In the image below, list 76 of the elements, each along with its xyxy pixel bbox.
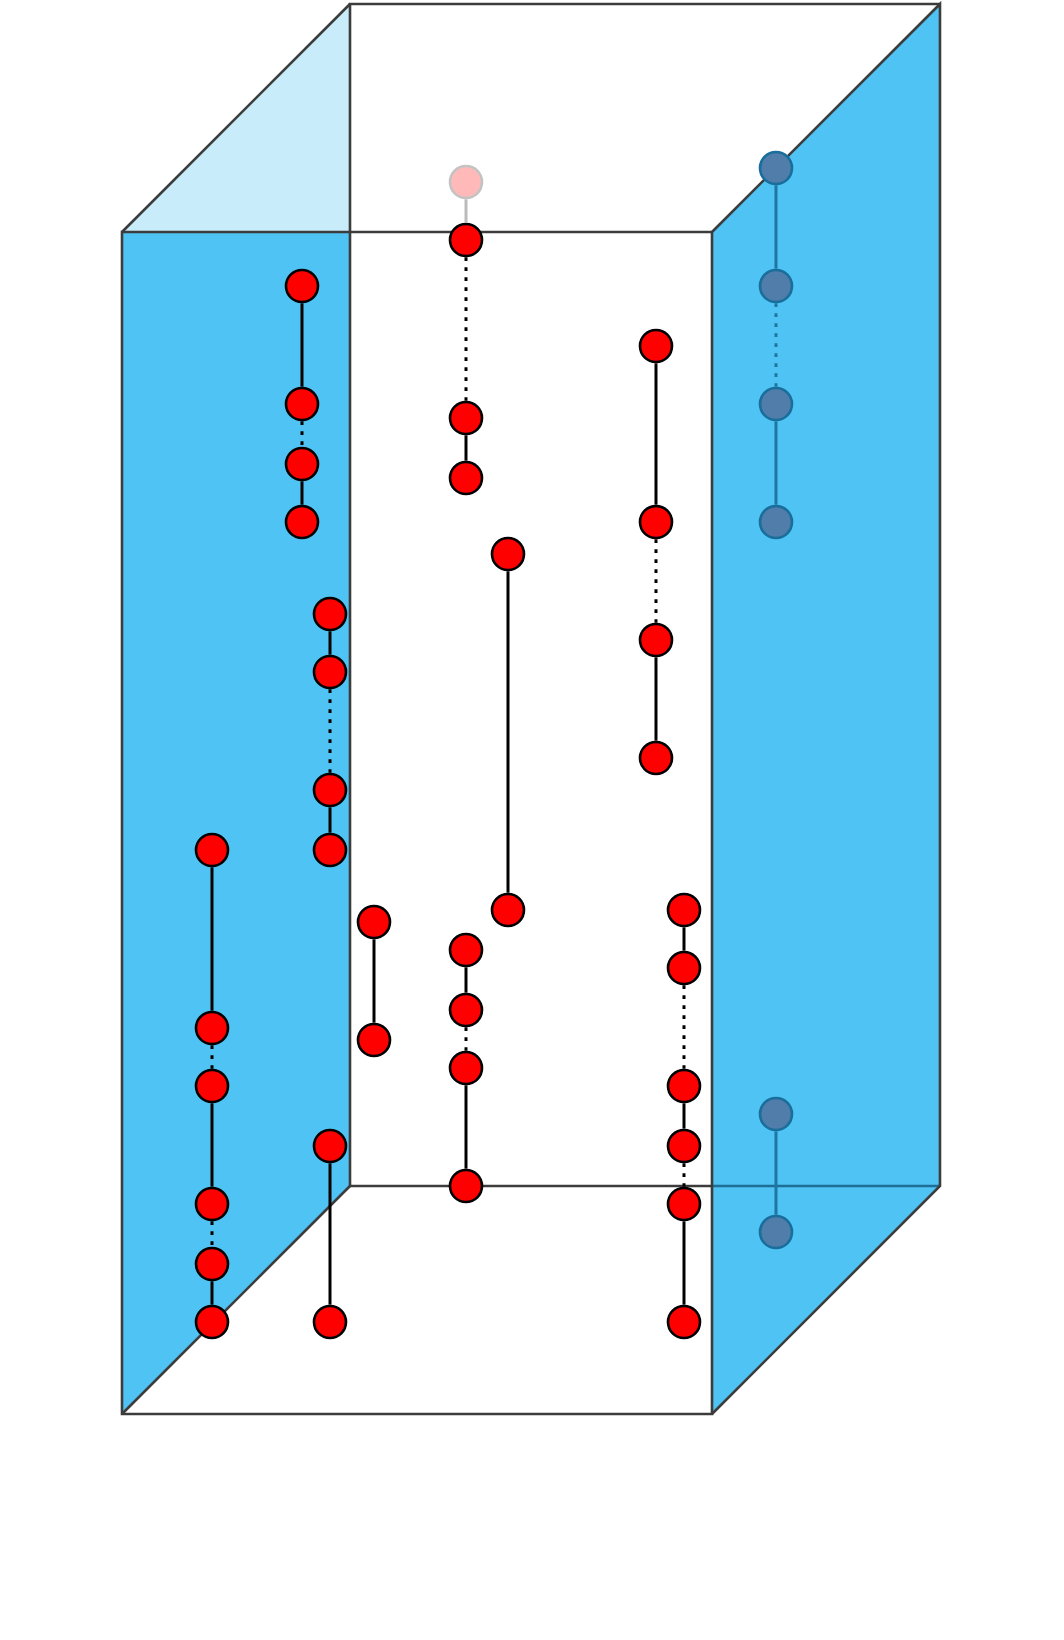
line — [682, 1163, 686, 1187]
line — [300, 303, 304, 387]
line — [300, 481, 304, 505]
line — [210, 1103, 214, 1187]
dot — [448, 932, 484, 968]
line — [506, 571, 510, 893]
dot — [758, 268, 794, 304]
dot — [356, 904, 392, 940]
dot — [448, 400, 484, 436]
line — [210, 1281, 214, 1305]
dot — [312, 654, 348, 690]
dot — [448, 460, 484, 496]
line — [654, 657, 658, 741]
dot — [284, 504, 320, 540]
dot — [638, 504, 674, 540]
dot — [312, 1128, 348, 1164]
line — [464, 967, 468, 993]
line — [464, 199, 468, 223]
dot — [666, 1068, 702, 1104]
dot — [284, 268, 320, 304]
dot — [758, 1096, 794, 1132]
dot — [758, 504, 794, 540]
dot — [448, 1168, 484, 1204]
dot — [758, 386, 794, 422]
dot — [448, 1050, 484, 1086]
line — [654, 363, 658, 505]
line — [774, 1131, 778, 1215]
dot — [638, 740, 674, 776]
dot — [356, 1022, 392, 1058]
dot — [448, 992, 484, 1028]
line — [654, 539, 658, 623]
dot — [312, 596, 348, 632]
line — [464, 435, 468, 461]
dot — [666, 892, 702, 928]
dot — [312, 832, 348, 868]
dot — [638, 328, 674, 364]
dot — [194, 1010, 230, 1046]
dot — [758, 150, 794, 186]
line — [682, 1103, 686, 1129]
dot — [448, 222, 484, 258]
line — [464, 257, 468, 401]
line — [372, 939, 376, 1023]
dot — [194, 1246, 230, 1282]
dot — [194, 1186, 230, 1222]
line — [774, 303, 778, 387]
line — [464, 1085, 468, 1169]
line — [682, 985, 686, 1069]
dot — [194, 1068, 230, 1104]
dot — [284, 386, 320, 422]
line — [774, 185, 778, 269]
line — [300, 421, 304, 447]
dot — [666, 1186, 702, 1222]
dot — [490, 536, 526, 572]
line — [328, 1163, 332, 1305]
dot — [194, 1304, 230, 1340]
dot — [194, 832, 230, 868]
line — [682, 1221, 686, 1305]
dot — [666, 950, 702, 986]
line — [328, 807, 332, 833]
dot — [284, 446, 320, 482]
line — [774, 421, 778, 505]
dot — [312, 772, 348, 808]
line — [210, 1221, 214, 1247]
dot — [312, 1304, 348, 1340]
dot — [666, 1304, 702, 1340]
line — [328, 631, 332, 655]
line — [210, 867, 214, 1011]
line — [210, 1045, 214, 1069]
dot — [490, 892, 526, 928]
line — [682, 927, 686, 951]
dot — [666, 1128, 702, 1164]
dot — [448, 164, 484, 200]
line — [464, 1027, 468, 1051]
dot — [638, 622, 674, 658]
dot — [758, 1214, 794, 1250]
line — [328, 689, 332, 773]
